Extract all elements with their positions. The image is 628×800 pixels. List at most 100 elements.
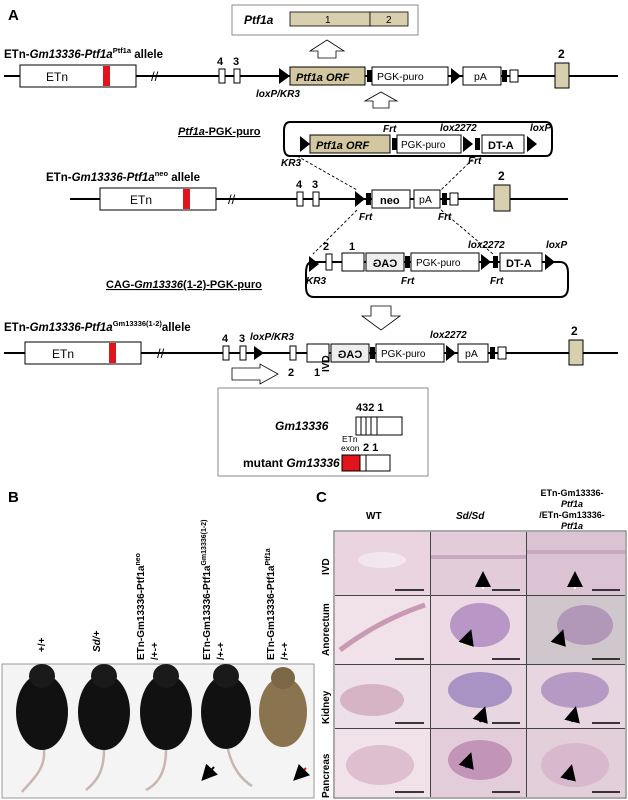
genotype-3-suffix: /+-+ — [150, 642, 161, 660]
allele2-frt-a-label: Frt — [359, 212, 373, 223]
ptf1a-transcript-box: Ptf1a 1 2 — [231, 4, 419, 36]
ptf1a-exon-2 — [369, 11, 409, 27]
panel-label-c: C — [316, 489, 327, 506]
anorectum-mut-arrow-icon — [550, 629, 566, 647]
panel-label-b: B — [8, 489, 19, 506]
allele1-etn-box — [19, 64, 137, 88]
allele3-exon2-end-label: 2 — [571, 324, 578, 338]
vector2-dta — [499, 252, 543, 272]
row-label-pancreas: Pancreas — [321, 753, 332, 798]
allele3-exon1-label: 1 — [314, 367, 320, 379]
allele1-label: ETn-Gm13336-Ptf1aPtf1a allele — [4, 46, 163, 61]
mouse-4 — [201, 664, 253, 788]
vector1-kr3-label: KR3 — [281, 158, 301, 169]
pancreas-sdsd-arrow-icon — [458, 752, 474, 770]
row-label-anorectum: Anorectum — [321, 603, 332, 656]
vector1-frt-a-label: Frt — [383, 124, 397, 135]
allele1-pa-label: pA — [474, 71, 487, 83]
vector2-kr3-label: KR3 — [306, 276, 326, 287]
vector1-map: KR3 Ptf1a ORF Frt PGK-puro lox2272 Frt D… — [281, 121, 553, 169]
allele1-pgk-label: PGK-puro — [377, 71, 424, 83]
allele3-map: ETn // 4 3 loxP/KR3 2 1 CAG PGK-puro lox… — [4, 324, 618, 379]
genotype-5-suffix: /+-+ — [280, 642, 291, 660]
allele2-etn-box — [99, 187, 217, 211]
mouse-photo — [1, 663, 315, 799]
allele1-exon2 — [554, 62, 570, 89]
vector1-dta — [481, 134, 525, 154]
gm-transcript-label: Gm13336 — [275, 419, 329, 433]
pancreas-mut-arrow-icon — [560, 764, 576, 782]
allele2-pa — [413, 189, 441, 209]
mutant-exon-numbers: 2 1 — [363, 442, 378, 454]
col3-line-2: Ptf1a — [561, 499, 583, 509]
vector1-frt-b-label: Frt — [468, 156, 482, 167]
vector2-map: KR3 2 1 CAG Frt PGK-puro lox2272 Frt DT-… — [305, 240, 569, 298]
ptf1a-exon-2-label: 2 — [386, 15, 392, 26]
kidney-mut-arrow-icon — [564, 706, 580, 724]
allele1-map: ETn // 4 3 loxP/KR3 Ptf1a ORF PGK-puro p… — [4, 47, 618, 100]
kidney-sdsd-arrow-icon — [472, 706, 488, 724]
down-arrow-3-icon — [231, 363, 279, 385]
allele1-exon4-label: 4 — [217, 56, 224, 68]
scale-bars — [395, 589, 620, 793]
red-arrow-icon — [293, 763, 311, 781]
vector1-pgk-label: PGK-puro — [401, 140, 446, 151]
allele3-cag-label: CAG — [338, 349, 362, 361]
allele1-etn-label: ETn — [46, 70, 68, 84]
vector2-cag-label: CAG — [373, 258, 397, 270]
genotype-4: ETn-Gm13336-Ptf1aGm13336(1-2) — [201, 520, 213, 660]
allele3-label: ETn-Gm13336-Ptf1aGm13336(1-2)allele — [4, 319, 191, 334]
vector1-orf — [309, 134, 391, 154]
transcripts-box: Gm13336 432 1 ETn exon 2 1 mutant Gm1333… — [217, 387, 429, 477]
vector2-pgk-puro — [410, 252, 480, 272]
down-arrow-icon — [360, 305, 402, 331]
allele1-orf — [289, 66, 366, 86]
row-label-kidney: Kidney — [321, 690, 332, 724]
vector2-dta-label: DT-A — [506, 258, 532, 270]
allele1-exon2-label: 2 — [558, 47, 565, 61]
vector2-cag — [365, 252, 405, 272]
vector1-loxp-label: loxP — [530, 123, 551, 134]
vector2-lox2272-label: lox2272 — [468, 240, 505, 251]
col3-line-1: ETn-Gm13336- — [540, 488, 603, 498]
col3-line-4: Ptf1a — [561, 521, 583, 531]
allele2-map: ETn // 4 3 Frt neo pA Frt 2 — [70, 169, 568, 223]
genotype-labels: +/+ Sd/+ ETn-Gm13336-Ptf1aneo /+-+ ETn-G… — [37, 520, 291, 660]
allele3-pa-label: pA — [465, 348, 478, 360]
allele1-orf-label: Ptf1a ORF — [296, 72, 349, 84]
col-header-wt: WT — [366, 511, 382, 522]
allele2-neo-label: neo — [380, 195, 400, 207]
genotype-1: +/+ — [37, 637, 48, 652]
vector2-pgk-label: PGK-puro — [416, 258, 461, 269]
allele1-loxp-triangle — [279, 68, 290, 84]
allele1-pa — [462, 66, 502, 86]
vector2-label: CAG-Gm13336(1-2)-PGK-puro — [106, 279, 262, 291]
vector1-dta-label: DT-A — [488, 140, 514, 152]
mouse-1 — [16, 664, 68, 793]
vector2-frt-a-label: Frt — [401, 276, 415, 287]
allele2-exon4-label: 4 — [296, 179, 303, 191]
ptf1a-label: Ptf1a — [244, 13, 274, 27]
histology-grid: IVD Anorectum Kidney Pancreas — [321, 530, 627, 799]
vector2-exon1-label: 1 — [349, 241, 355, 253]
allele2-pa-label: pA — [419, 194, 432, 206]
allele1-exon3-label: 3 — [233, 56, 239, 68]
vector2-exon2-label: 2 — [323, 241, 329, 253]
allele1-etn-red — [103, 66, 110, 86]
vector2-loxp-label: loxP — [546, 240, 567, 251]
etn-exon-label-2: exon — [341, 443, 360, 453]
allele2-etn-label: ETn — [130, 193, 152, 207]
genotype-3: ETn-Gm13336-Ptf1aneo — [135, 553, 147, 660]
allele2-neo — [371, 189, 411, 209]
vector1-pgk-puro — [396, 134, 462, 154]
etn-exon-label-1: ETn — [342, 434, 358, 444]
row-label-ivd: IVD — [321, 558, 332, 575]
allele3-lox2272-label: lox2272 — [430, 330, 467, 341]
ptf1a-exon-1-label: 1 — [325, 15, 331, 26]
panel-label-a: A — [8, 7, 19, 24]
mutant-transcript-label: mutant Gm13336 — [243, 456, 340, 470]
allele1-exon4 — [218, 68, 226, 84]
col-header-3: ETn-Gm13336- Ptf1a /ETn-Gm13336- Ptf1a — [539, 488, 605, 531]
allele2-exon3-label: 3 — [312, 179, 318, 191]
